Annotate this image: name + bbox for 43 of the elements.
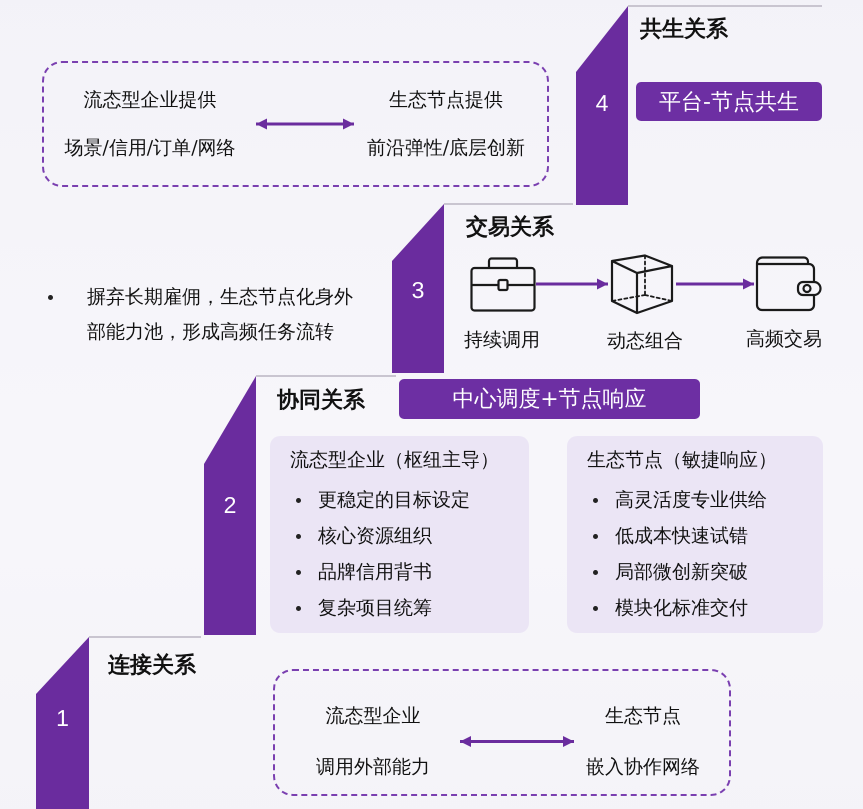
info-panel (270, 436, 529, 633)
list-item: 高灵活度专业供给 (587, 482, 767, 518)
icon-caption: 动态组合 (607, 329, 683, 354)
dashed-frame (42, 61, 549, 187)
icon-caption: 持续调用 (464, 328, 540, 353)
bullet-text: 摒弃长期雇佣，生态节点化身外部能力池，形成高频任务流转 (47, 280, 359, 350)
panel-heading: 生态节点（敏捷响应） (587, 448, 777, 473)
step-number: 2 (224, 491, 236, 519)
step-heading: 共生关系 (640, 16, 728, 44)
panel-heading: 流态型企业（枢纽主导） (290, 448, 499, 473)
list-item: 局部微创新突破 (587, 554, 748, 590)
step-number: 3 (412, 276, 424, 304)
list-item: 低成本快速试错 (587, 518, 748, 554)
info-panel (567, 436, 823, 633)
list-item: 复杂项目统筹 (290, 590, 432, 626)
dashed-frame (273, 669, 731, 796)
arrow (536, 278, 608, 290)
node-title: 生态节点提供 (389, 88, 503, 113)
list-item: 品牌信用背书 (290, 554, 432, 590)
step-number: 4 (596, 89, 608, 117)
wallet-icon (754, 256, 823, 312)
double-arrow (460, 736, 574, 747)
cube-icon (608, 254, 676, 316)
highlight-banner: 中心调度+节点响应 (399, 379, 700, 419)
briefcase-icon (470, 256, 536, 312)
list-item: 核心资源组织 (290, 518, 432, 554)
node-title: 流态型企业 (326, 704, 420, 729)
step-heading: 连接关系 (108, 652, 196, 680)
node-text: 嵌入协作网络 (586, 755, 700, 780)
list-item: 更稳定的目标设定 (290, 482, 470, 518)
icon-caption: 高频交易 (746, 327, 822, 352)
node-text: 场景/信用/订单/网络 (64, 136, 236, 161)
step-number: 1 (56, 704, 69, 732)
highlight-banner: 平台-节点共生 (636, 82, 822, 121)
double-arrow (256, 118, 354, 130)
node-title: 生态节点 (605, 704, 681, 729)
list-item: 模块化标准交付 (587, 590, 748, 626)
arrow (676, 278, 754, 290)
node-title: 流态型企业提供 (84, 88, 216, 113)
node-text: 前沿弹性/底层创新 (366, 136, 526, 161)
step-heading: 交易关系 (466, 214, 554, 242)
step-heading: 协同关系 (277, 387, 365, 415)
node-text: 调用外部能力 (316, 755, 430, 780)
